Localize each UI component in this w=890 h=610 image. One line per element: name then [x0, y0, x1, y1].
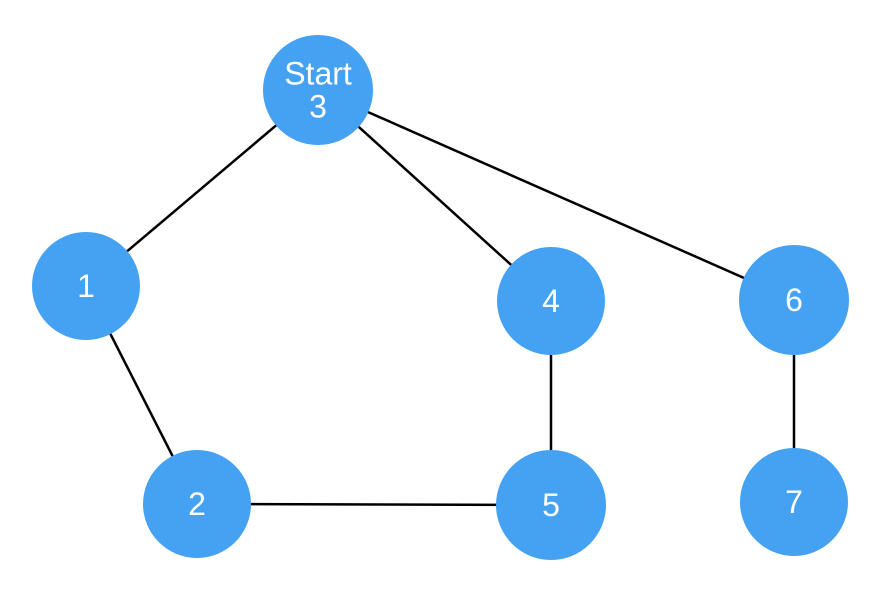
- graph-node-6[interactable]: 6: [739, 245, 849, 355]
- graph-node-5[interactable]: 5: [496, 450, 606, 560]
- graph-node-circle-6[interactable]: [739, 245, 849, 355]
- graph-node-circle-7[interactable]: [740, 448, 848, 556]
- graph-node-circle-1[interactable]: [32, 232, 140, 340]
- edges-layer: [84, 88, 796, 507]
- graph-edge-2-5: [195, 502, 553, 507]
- graph-node-circle-5[interactable]: [496, 450, 606, 560]
- graph-node-4[interactable]: 4: [497, 247, 605, 355]
- graph-node-2[interactable]: 2: [143, 450, 251, 558]
- graph-node-7[interactable]: 7: [740, 448, 848, 556]
- graph-edge-start-6: [316, 88, 796, 302]
- graph-node-circle-start[interactable]: [263, 35, 373, 145]
- graph-node-circle-2[interactable]: [143, 450, 251, 558]
- graph-node-1[interactable]: 1: [32, 232, 140, 340]
- graph-node-circle-4[interactable]: [497, 247, 605, 355]
